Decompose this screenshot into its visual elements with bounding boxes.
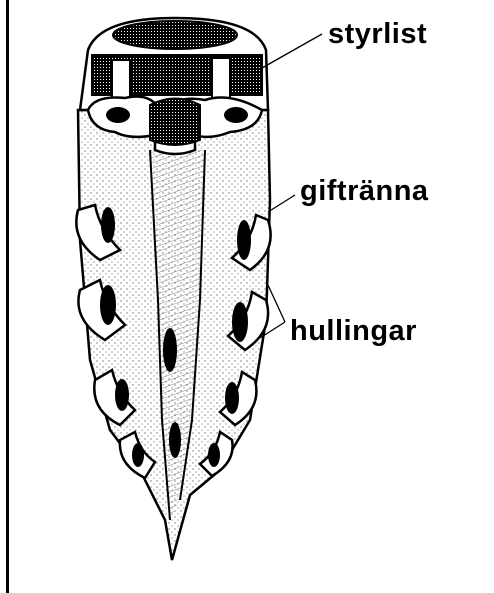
label-hullingar: hullingar	[290, 315, 417, 348]
label-giftranna: giftränna	[300, 175, 429, 208]
label-styrlist: styrlist	[328, 18, 427, 51]
